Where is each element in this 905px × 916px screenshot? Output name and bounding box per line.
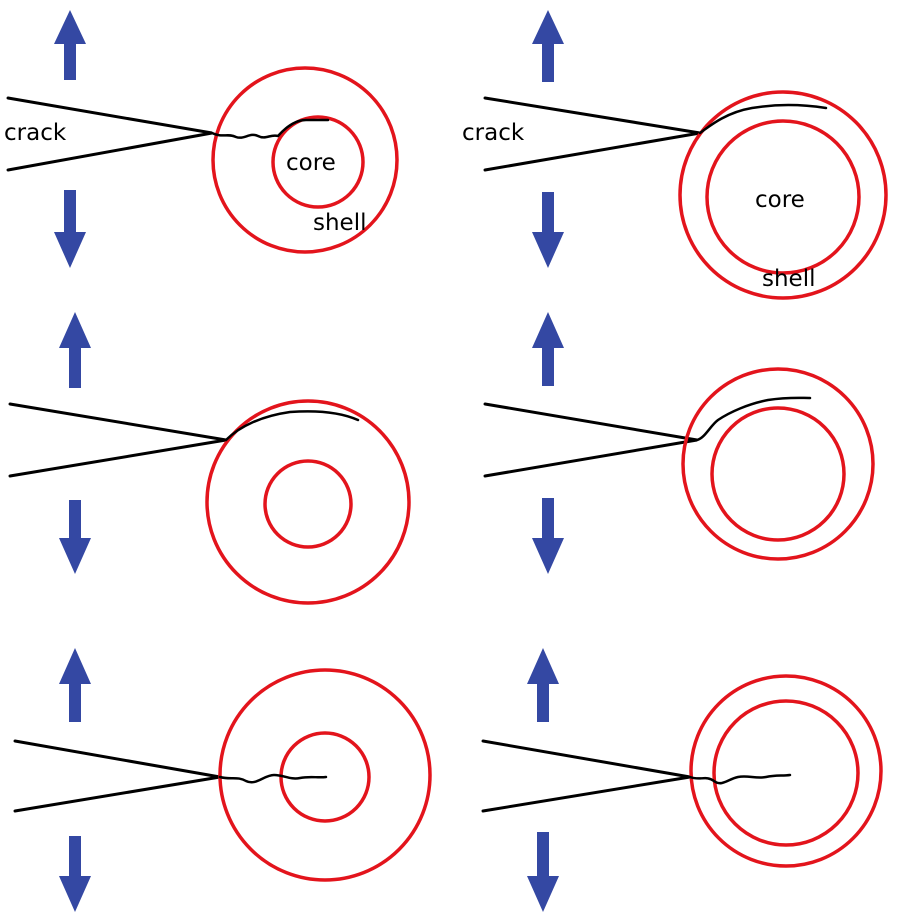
panel-large-core-middle — [483, 312, 875, 574]
crack-wedge — [483, 402, 698, 478]
panel-large-core-top: crack core shell — [462, 10, 888, 300]
core-label: core — [286, 150, 336, 176]
shell-ring — [205, 399, 411, 605]
arrow-down-icon — [59, 836, 91, 912]
panel-small-core-bottom — [13, 648, 432, 912]
crack-label: crack — [4, 120, 67, 146]
crack-wedge — [481, 739, 691, 813]
crack-path — [224, 410, 360, 442]
shell-label: shell — [313, 210, 367, 236]
arrow-up-icon — [59, 312, 91, 388]
arrow-down-icon — [527, 832, 559, 912]
crack-path — [688, 773, 792, 785]
core-label: core — [755, 187, 805, 213]
core-ring — [705, 119, 861, 275]
crack-path — [695, 396, 812, 442]
arrow-up-icon — [54, 10, 86, 80]
panel-small-core-middle — [8, 312, 411, 605]
panel-large-core-bottom — [481, 648, 883, 912]
arrow-up-icon — [532, 10, 564, 82]
crack-label: crack — [462, 120, 525, 146]
arrow-down-icon — [532, 498, 564, 574]
arrow-up-icon — [532, 312, 564, 386]
crack-wedge — [8, 402, 227, 478]
panel-small-core-top: crack core shell — [4, 10, 399, 268]
core-ring — [271, 115, 365, 209]
crack-wedge — [13, 739, 221, 813]
arrow-up-icon — [59, 648, 91, 722]
crack-path — [218, 773, 328, 784]
shell-ring — [218, 668, 432, 882]
arrow-down-icon — [532, 192, 564, 268]
shell-ring — [211, 66, 399, 254]
crack-path — [698, 103, 828, 135]
core-ring — [263, 459, 353, 549]
arrow-up-icon — [527, 648, 559, 722]
core-ring — [710, 406, 846, 542]
core-ring — [712, 699, 860, 847]
shell-ring — [681, 367, 875, 561]
shell-label: shell — [762, 266, 816, 292]
shell-ring — [689, 674, 883, 868]
arrow-down-icon — [54, 190, 86, 268]
arrow-down-icon — [59, 500, 91, 574]
shell-ring — [678, 90, 888, 300]
crack-path — [210, 118, 330, 139]
